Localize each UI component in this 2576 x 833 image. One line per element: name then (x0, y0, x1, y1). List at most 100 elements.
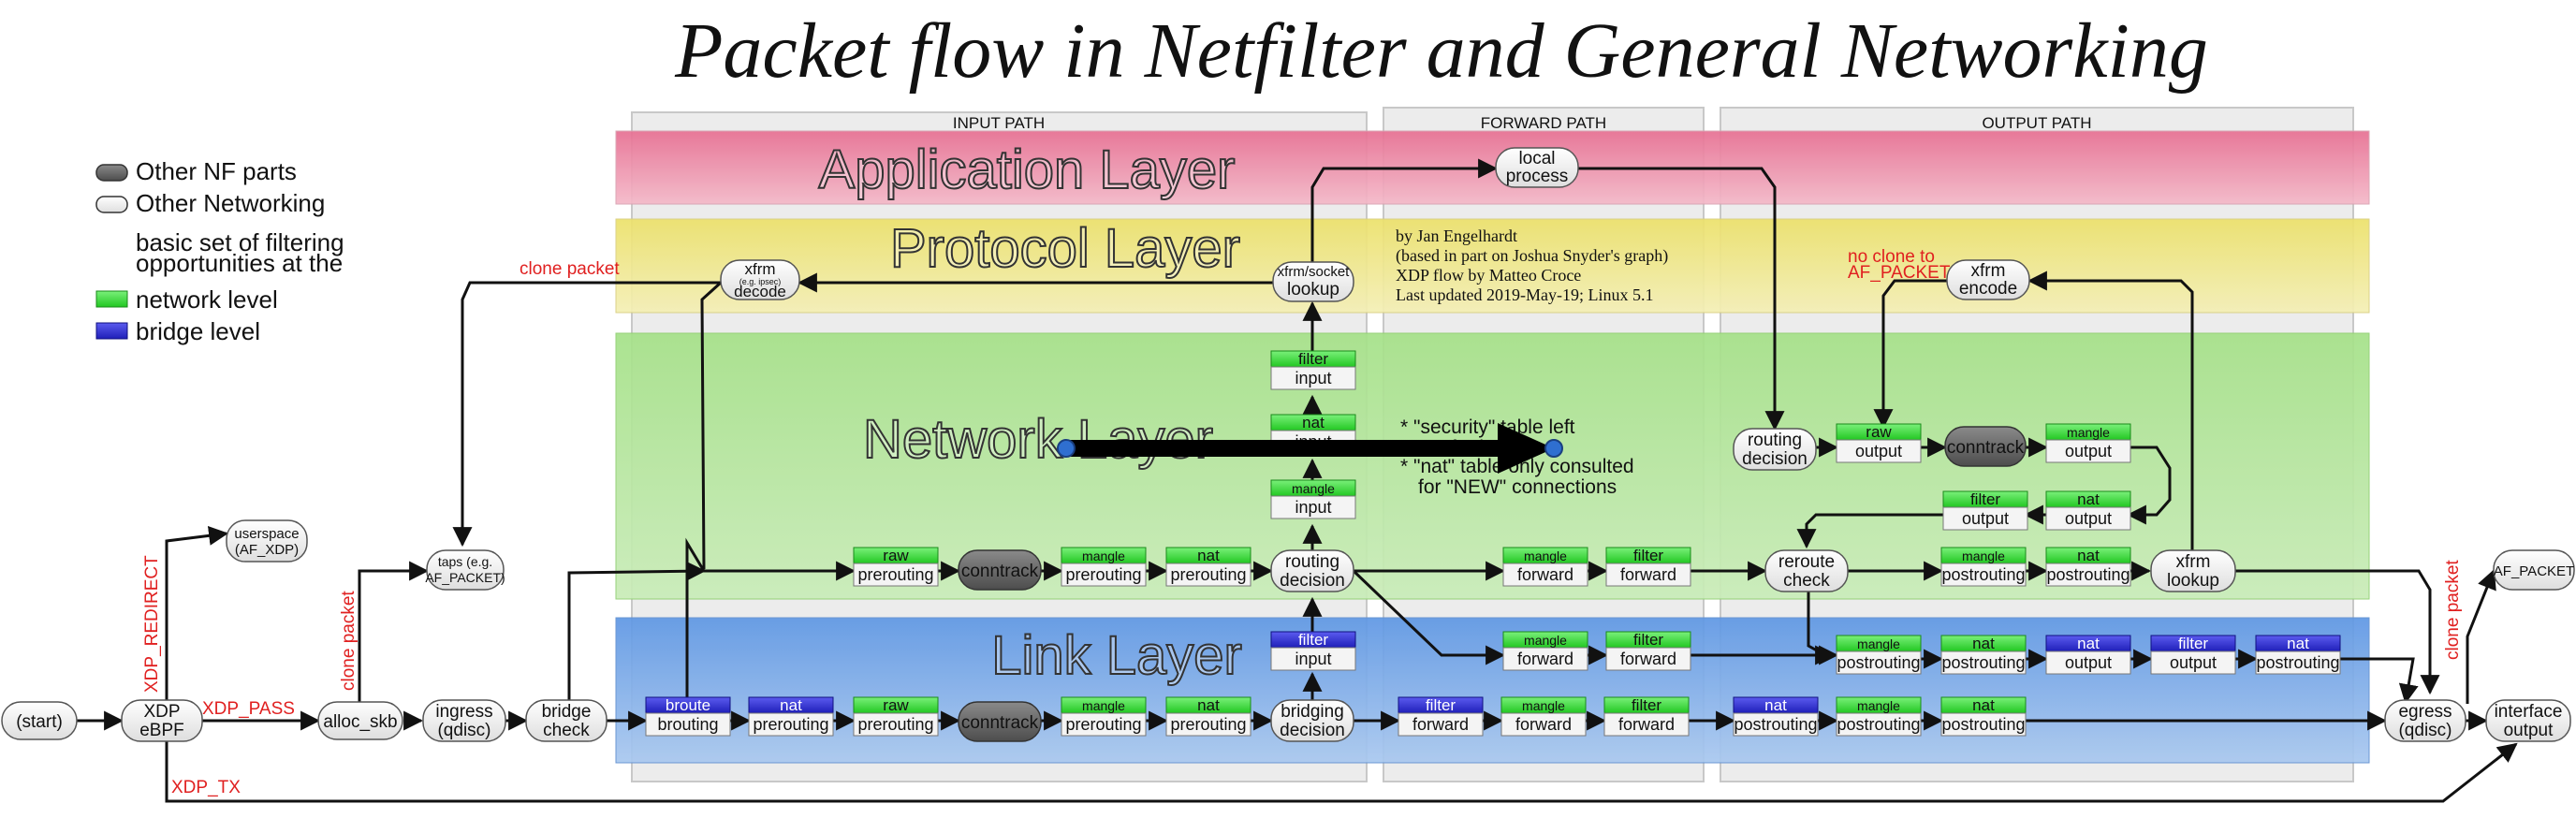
protocol-layer-label: Protocol Layer (890, 218, 1240, 279)
chain-hook-label: postrouting (1941, 565, 2025, 584)
af-packet-node: AF_PACKET (2493, 549, 2575, 591)
chain-table-label: mangle (1524, 548, 1567, 563)
chain-hook-label: output (1855, 442, 1902, 460)
svg-text:process: process (1506, 167, 1569, 186)
chain-hook-label: postrouting (1837, 653, 1920, 672)
forward-path-label: FORWARD PATH (1481, 114, 1606, 132)
chain-table-label: raw (883, 547, 909, 564)
chain-hook-label: prerouting (857, 565, 933, 584)
chain-hook-label: input (1295, 498, 1331, 517)
svg-text:XDP_REDIRECT: XDP_REDIRECT (142, 555, 162, 693)
diagram-title: Packet flow in Netfilter and General Net… (674, 7, 2208, 95)
svg-text:xfrm: xfrm (744, 260, 775, 278)
chain-mangle-output: mangle output (2045, 423, 2131, 463)
chain-hook-label: prerouting (753, 715, 828, 734)
start-node: (start) (1, 701, 78, 740)
svg-text:(qdisc): (qdisc) (2398, 721, 2452, 740)
chain-table-label: mangle (1292, 481, 1335, 496)
chain-hook-label: postrouting (1734, 715, 1817, 734)
chain-table-label: mangle (2067, 425, 2110, 440)
chain-hook-label: output (1962, 509, 2009, 528)
chain-hook-label: brouting (657, 715, 718, 734)
svg-text:Other Networking: Other Networking (136, 189, 325, 217)
chain-hook-label: postrouting (1941, 653, 2025, 672)
chain-hook-label: input (1295, 369, 1331, 387)
chain-hook-label: input (1295, 650, 1331, 668)
flow-edges (77, 158, 2518, 803)
chain-table-label: nat (1197, 696, 1220, 714)
chain-table-label: filter (1633, 631, 1663, 649)
chain-hook-label: output (2065, 442, 2112, 460)
userspace-node: userspace(AF_XDP) (226, 519, 308, 563)
svg-text:decision: decision (1280, 571, 1345, 591)
svg-text:eBPF: eBPF (139, 721, 184, 740)
chain-hook-label: forward (1618, 715, 1675, 734)
application-layer-label: Application Layer (819, 139, 1236, 200)
chain-hook-label: prerouting (1065, 565, 1141, 584)
svg-text:basic set of filtering: basic set of filtering (136, 228, 344, 256)
chain-hook-label: output (2065, 509, 2112, 528)
link-layer-label: Link Layer (991, 625, 1242, 686)
chain-table-label: mangle (1857, 636, 1900, 651)
svg-text:XDP: XDP (143, 702, 180, 722)
ingress-node: ingress(qdisc) (422, 699, 506, 742)
svg-text:decode: decode (734, 283, 786, 300)
chain-hook-label: postrouting (1837, 715, 1920, 734)
svg-text:opportunities at the: opportunities at the (136, 249, 343, 277)
alloc-skb-node: alloc_skb (317, 701, 403, 740)
chain-table-label: raw (883, 696, 909, 714)
arrow-start-dot (1057, 439, 1076, 458)
chain-hook-label: prerouting (1065, 715, 1141, 734)
chain-table-label: filter (1632, 696, 1661, 714)
overlay-arrow (1057, 423, 1563, 474)
chain-hook-label: forward (1412, 715, 1469, 734)
chain-table-label: filter (1426, 696, 1456, 714)
chain-table-label: mangle (1857, 698, 1900, 713)
svg-text:taps (e.g.: taps (e.g. (438, 554, 492, 569)
svg-text:routing: routing (1748, 431, 1802, 450)
svg-text:alloc_skb: alloc_skb (323, 712, 397, 732)
svg-text:* "nat" table only consulted: * "nat" table only consulted (1400, 456, 1634, 477)
chain-hook-label: prerouting (1170, 715, 1246, 734)
chain-table-label: nat (2287, 635, 2309, 652)
svg-text:routing: routing (1285, 552, 1339, 572)
conntrack-prerouting-node: conntrack (958, 549, 1042, 591)
chain-table-label: filter (1298, 350, 1328, 368)
chain-hook-label: forward (1620, 650, 1676, 668)
input-path-label: INPUT PATH (953, 114, 1045, 132)
svg-text:output: output (2504, 721, 2554, 740)
svg-text:for "NEW" connections: for "NEW" connections (1418, 476, 1617, 498)
conntrack-output-node: conntrack (1944, 426, 2027, 467)
chain-hook-label: postrouting (2046, 565, 2130, 584)
svg-text:by Jan Engelhardt: by Jan Engelhardt (1396, 227, 1517, 245)
network-layer-label: Network Layer (863, 409, 1213, 470)
taps-node: taps (e.g.AF_PACKET) (425, 549, 505, 591)
svg-text:AF_PACKET: AF_PACKET (2494, 563, 2574, 579)
svg-text:encode: encode (1959, 279, 2017, 299)
svg-text:bridge level: bridge level (136, 317, 260, 345)
chain-mangle-input: mangle input (1270, 479, 1356, 519)
svg-text:clone packet: clone packet (339, 591, 359, 691)
svg-text:* "security" table left: * "security" table left (1400, 416, 1575, 438)
chain-table-label: mangle (1082, 698, 1125, 713)
chain-table-label: nat (2077, 490, 2100, 508)
chain-boxes: rawpreroutingmanglepreroutingnatprerouti… (645, 350, 2341, 737)
chain-hook-label: forward (1517, 650, 1573, 668)
